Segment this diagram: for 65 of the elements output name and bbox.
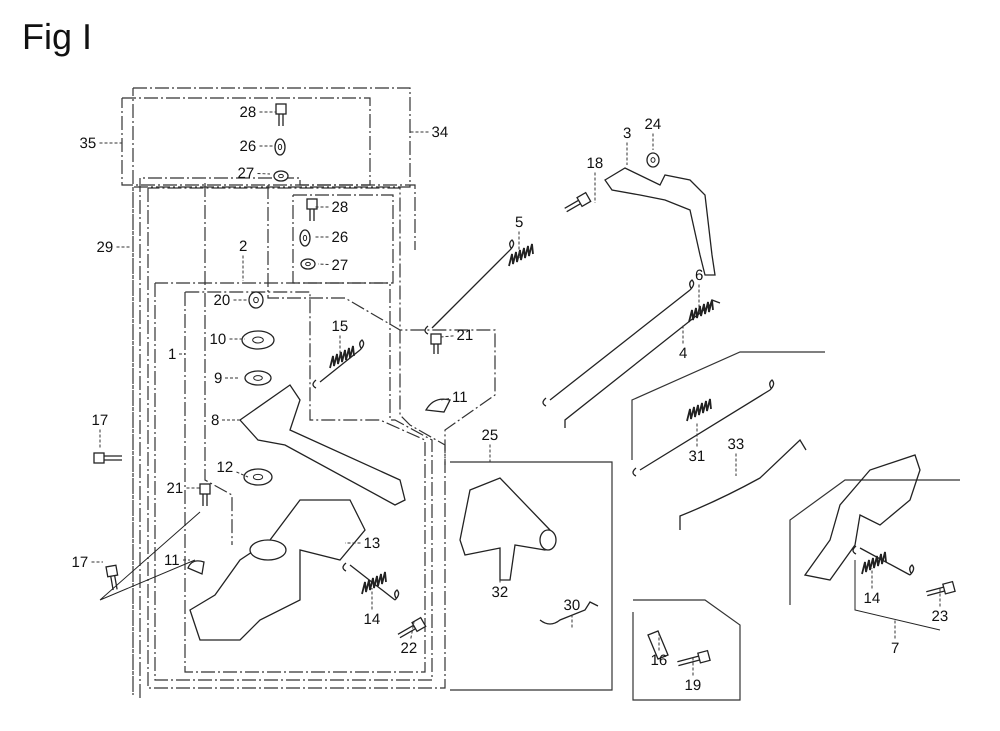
leader-line [698,284,700,316]
callout-number: 26 [238,138,258,154]
leader-line [242,255,244,282]
callout-number: 25 [480,426,500,444]
callout-number: 22 [400,640,418,656]
callout-number: 8 [210,412,220,428]
callout-number: 13 [362,534,382,552]
callout-number: 24 [644,116,662,132]
callout-number: 23 [930,608,950,624]
callout-number: 20 [212,292,232,308]
callout-number: 1 [167,346,178,362]
leader-line [344,542,361,544]
callout-number: 2 [238,238,248,254]
callout-number: 9 [213,370,224,386]
callout-number: 5 [514,214,524,230]
leader-line [440,335,454,338]
leader-line [318,264,329,265]
leader-line [440,398,450,400]
leader-line [658,632,660,651]
figure-title: Fig I [22,16,92,58]
callout-number: 28 [238,104,258,120]
callout-number: 4 [678,344,688,362]
callout-number: 17 [70,554,90,570]
leader-line [692,656,694,676]
callout-number: 11 [163,552,181,568]
callout-number: 35 [78,134,98,152]
leader-line [626,142,628,166]
leader-line [314,236,329,238]
callout-number: 3 [622,124,632,142]
leader-line [116,246,130,248]
callout-number: 29 [96,238,114,256]
leader-line [894,620,896,639]
callout-number: 27 [330,256,350,274]
callout-number: 12 [216,458,234,476]
callout-number: 14 [862,590,882,606]
callout-number: 11 [451,388,469,406]
callout-number: 21 [166,480,184,496]
callout-number: 32 [490,584,510,600]
callout-number: 10 [208,330,228,348]
leader-line [682,324,684,344]
callout-number: 28 [330,198,350,216]
callout-number: 27 [236,164,256,182]
leader-line [410,622,414,639]
leader-line [257,172,270,174]
leader-line [99,142,124,144]
leader-line [696,422,698,447]
leader-line [652,133,654,150]
leader-line [229,338,246,340]
callout-number: 15 [330,318,350,334]
callout-number: 31 [688,448,706,464]
callout-number: 30 [562,596,582,614]
callout-number: 6 [694,266,704,284]
callout-number: 17 [90,412,110,428]
leader-line [236,472,248,478]
callout-number: 7 [890,640,900,656]
callout-number: 14 [362,610,382,628]
callout-number: 18 [586,154,604,172]
callout-number: 26 [330,228,350,246]
callout-number: 33 [726,436,746,452]
callout-number: 16 [650,652,668,668]
callout-number: 21 [456,326,474,344]
callout-number: 34 [430,124,450,140]
leader-line [594,172,596,204]
callout-number: 19 [684,676,702,694]
leader-line [314,206,329,208]
